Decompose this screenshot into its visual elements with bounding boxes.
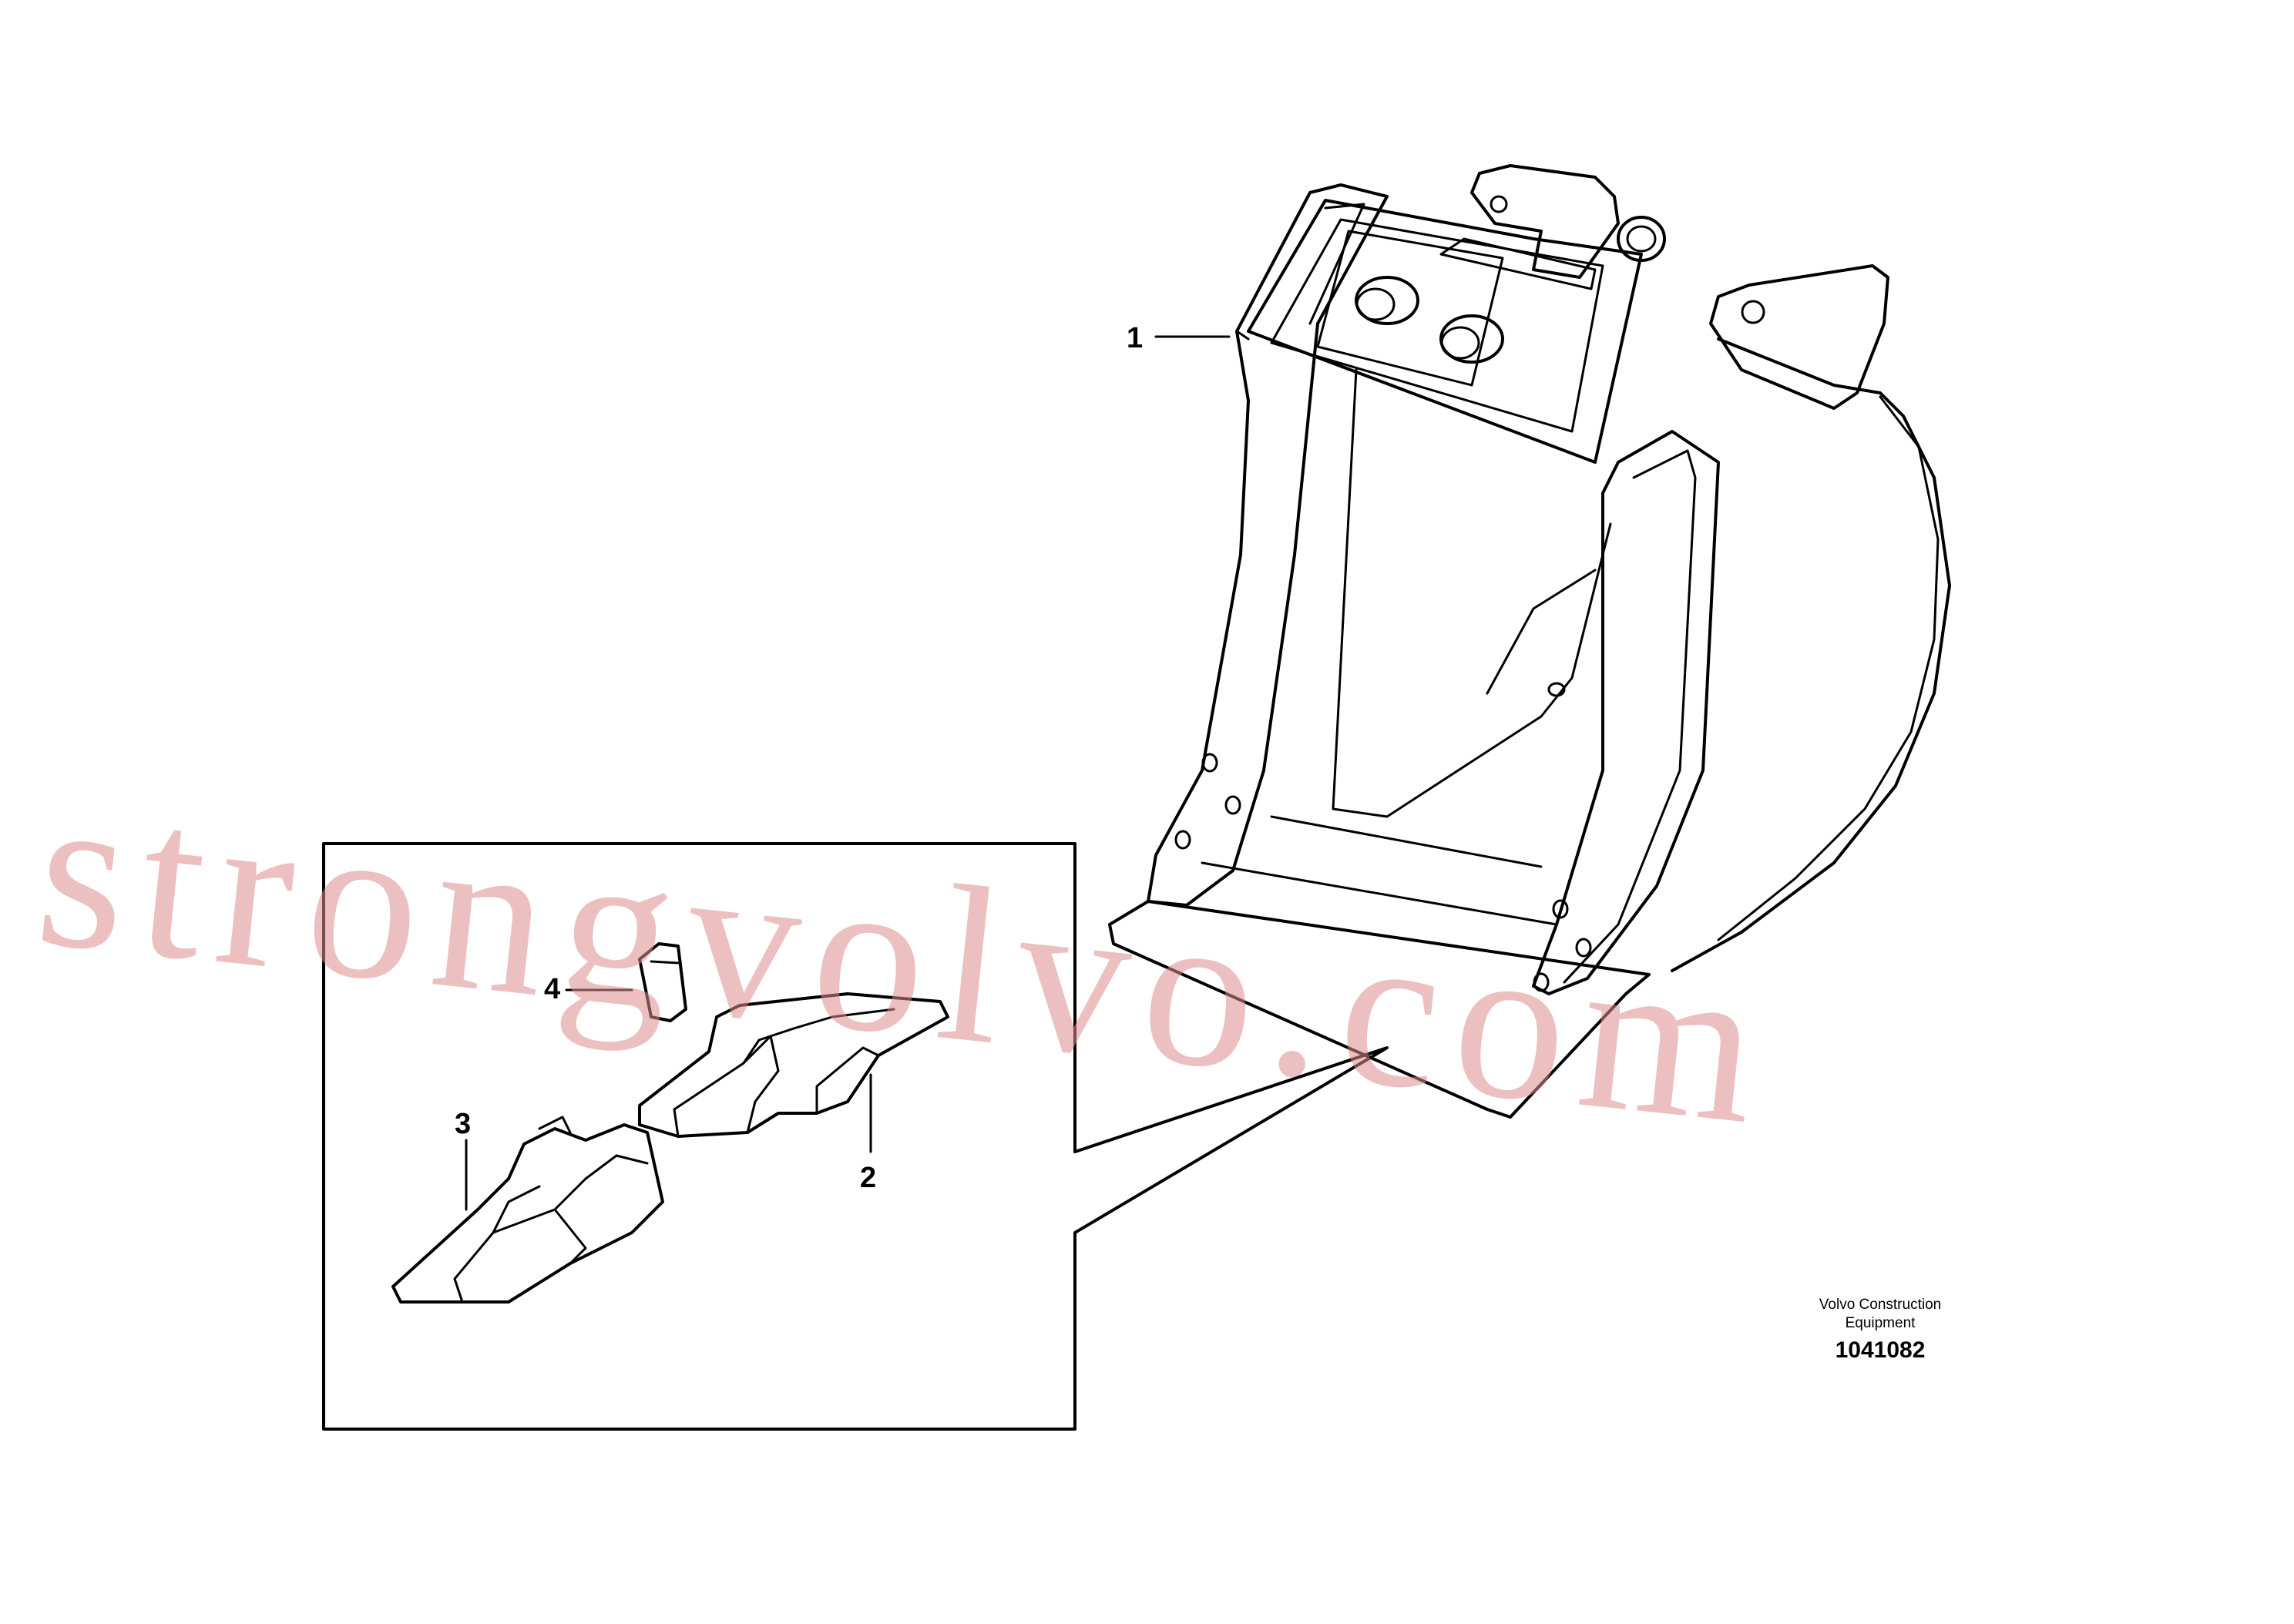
bucket-right-side-plate [1532,430,1720,995]
callout-item-3: 3 [455,1108,472,1140]
lug-plate-right [1709,264,1889,410]
part-4-retainer [638,942,687,1022]
diagram-caption: Volvo Construction Equipment 1041082 [1765,1296,1996,1364]
part-3-tooth [391,1123,664,1304]
part-2-adapter [638,992,949,1138]
pin-boss-left [1355,276,1419,325]
diagram-number: 1041082 [1835,1337,1926,1363]
lug-plate-center [1470,164,1620,279]
bucket-cutting-edge [1108,900,1651,1119]
bucket-back-shell [1671,337,1951,972]
bucket-drawing [1108,164,1951,1119]
callout-item-2: 2 [860,1162,877,1194]
callout-item-1: 1 [1127,322,1144,354]
caption-company-line1: Volvo Construction [1819,1297,1942,1313]
detail-inset-frame [322,842,1389,1431]
caption-company-line2: Equipment [1845,1315,1916,1331]
pin-boss-right [1439,314,1504,364]
detail-parts [391,942,949,1304]
bucket-left-side-plate [1147,183,1389,907]
bucket-top-plate [1247,199,1643,464]
callout-item-4: 4 [544,973,561,1005]
